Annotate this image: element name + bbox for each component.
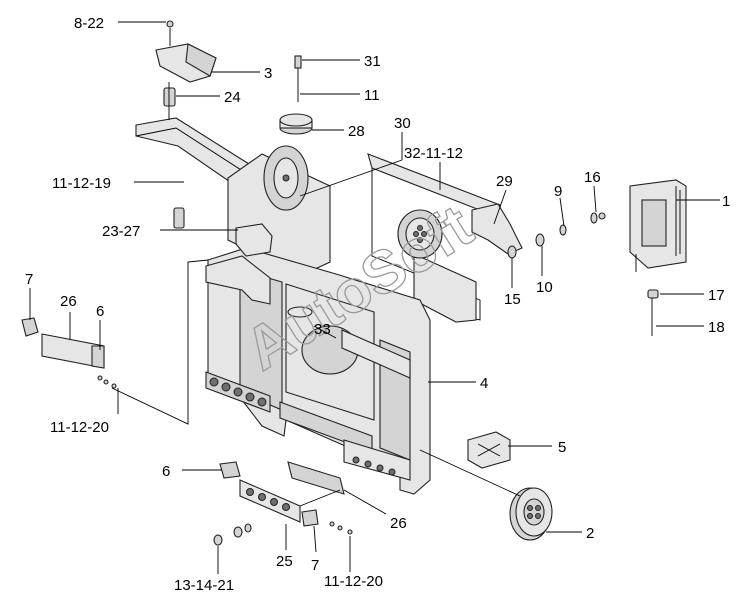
wheel-part-2 <box>509 487 553 541</box>
bottom-plate-assembly <box>213 461 353 546</box>
callout-7-bottom: 7 <box>311 557 319 574</box>
callout-28: 28 <box>348 123 365 140</box>
control-panel-part-1 <box>629 179 687 272</box>
callout-labels: 8-22 3 24 31 11 28 30 32-11-12 29 9 16 1… <box>25 15 730 594</box>
callout-2: 2 <box>586 525 594 542</box>
assembly-drawing <box>21 20 687 546</box>
callout-24: 24 <box>224 89 241 106</box>
frame-bolt-row-right <box>352 456 396 476</box>
callout-11-12-20-bottom: 11-12-20 <box>324 573 383 590</box>
main-frame-part-4 <box>205 247 431 495</box>
callout-1: 1 <box>722 193 730 210</box>
callout-3: 3 <box>264 65 272 82</box>
callout-32-11-12: 32-11-12 <box>404 145 463 162</box>
callout-11-12-20-left: 11-12-20 <box>50 419 109 436</box>
callout-18: 18 <box>708 319 725 336</box>
callout-29: 29 <box>496 173 513 190</box>
callout-5: 5 <box>558 439 566 456</box>
callout-25: 25 <box>276 553 293 570</box>
callout-6-left: 6 <box>96 303 104 320</box>
callout-15: 15 <box>504 291 521 308</box>
bracket-box-part-3 <box>155 20 217 83</box>
frame-bolt-row-left <box>205 371 271 413</box>
callout-30: 30 <box>394 115 411 132</box>
callout-23-27: 23-27 <box>102 223 140 240</box>
callout-9: 9 <box>554 183 562 200</box>
nut-part-17 <box>647 289 659 299</box>
callout-13-14-21: 13-14-21 <box>174 577 234 594</box>
pulley-part-28 <box>279 113 313 135</box>
callout-6-bottom: 6 <box>162 463 170 480</box>
callout-33: 33 <box>314 321 331 338</box>
post-part-23 <box>173 207 185 229</box>
callout-31: 31 <box>364 53 381 70</box>
leader-lines <box>29 21 720 574</box>
callout-10: 10 <box>536 279 553 296</box>
callout-16: 16 <box>584 169 601 186</box>
left-plate-assembly <box>21 317 117 389</box>
callout-26-bottom: 26 <box>390 515 407 532</box>
fasteners-9-10-15-16 <box>507 212 606 259</box>
callout-4: 4 <box>480 375 488 392</box>
spacer-part-24 <box>163 87 176 107</box>
callout-11-12-19: 11-12-19 <box>52 175 111 192</box>
callout-26-left: 26 <box>60 293 77 310</box>
callout-11: 11 <box>364 87 380 104</box>
block-part-27 <box>235 223 273 257</box>
callout-8-22: 8-22 <box>74 15 104 32</box>
callout-17: 17 <box>708 287 725 304</box>
block-part-5 <box>467 431 511 469</box>
frame-wheel <box>397 209 443 259</box>
callout-7-left: 7 <box>25 271 33 288</box>
